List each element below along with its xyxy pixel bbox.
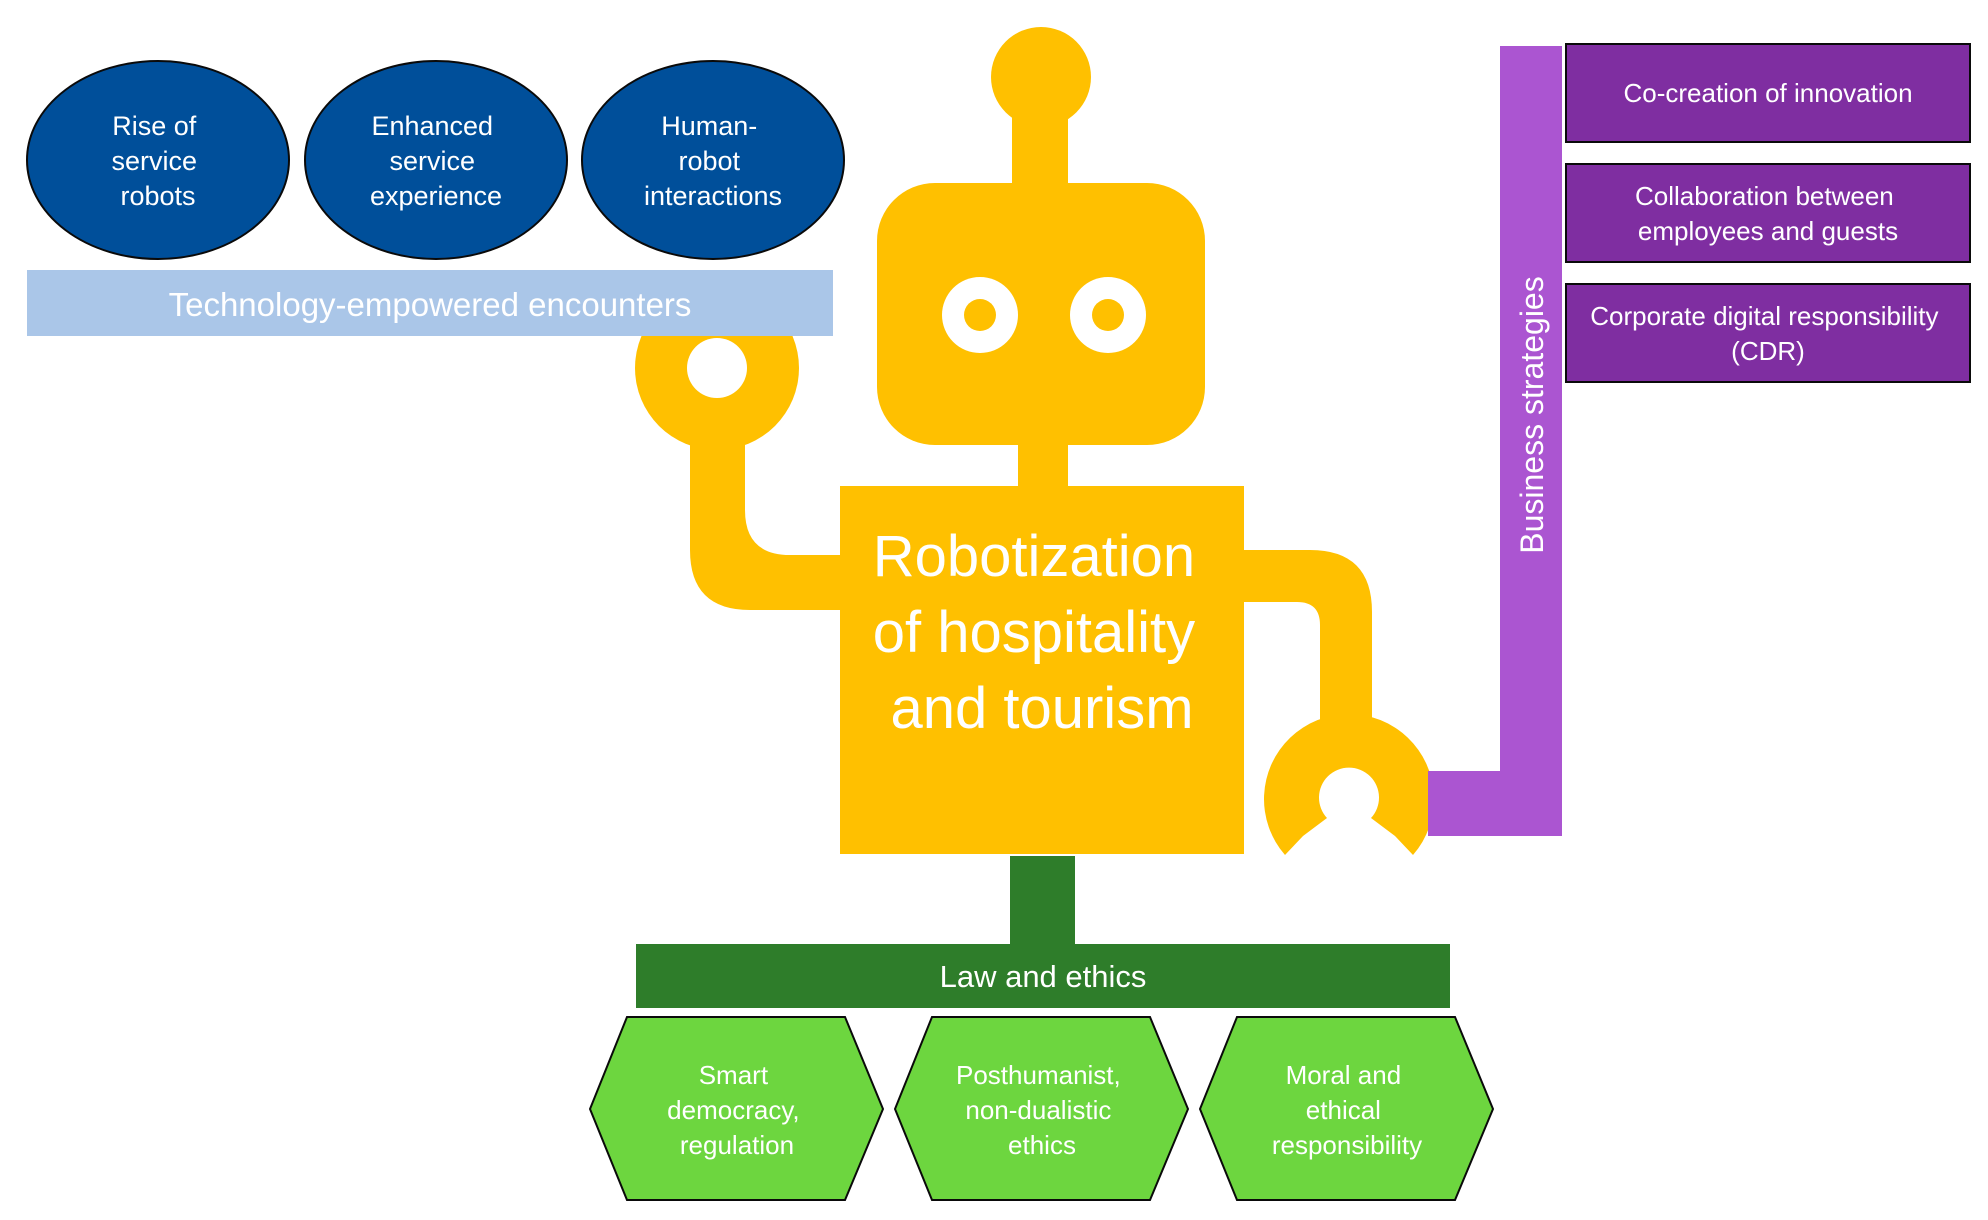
business-group: Business strategies Co-creation of innov… <box>1428 43 1971 836</box>
oval-2-line-3: experience <box>370 181 502 211</box>
business-box-2-line-2: employees and guests <box>1638 216 1898 246</box>
hexagon-posthumanist-ethics: Posthumanist, non-dualistic ethics <box>893 1016 1190 1201</box>
robot-left-arm <box>690 420 860 610</box>
technology-bar <box>27 270 833 336</box>
robot-body <box>840 486 1244 854</box>
hexagon-2-line-2: non-dualistic <box>965 1095 1111 1125</box>
central-title-line-2: of hospitality <box>873 600 1195 665</box>
oval-human-robot-interactions: Human- robot interactions <box>581 60 845 260</box>
law-group: Law and ethics Smart democracy, regulati… <box>588 856 1495 1201</box>
svg-text:Rise of service: Rise of service robots <box>111 111 204 211</box>
technology-group: Rise of service robots Enhanced service … <box>26 60 845 336</box>
hexagon-3-line-1: Moral and <box>1286 1060 1402 1090</box>
business-box-3-line-1: Corporate digital responsibility <box>1590 301 1938 331</box>
oval-3-line-3: interactions <box>644 181 782 211</box>
business-box-collaboration: Collaboration between employees and gues… <box>1565 163 1971 263</box>
oval-rise-of-service-robots: Rise of service robots <box>26 60 290 260</box>
oval-1-line-3: robots <box>120 181 195 211</box>
hexagon-1-line-3: regulation <box>680 1130 794 1160</box>
central-title-line-3: and tourism <box>890 676 1193 741</box>
hexagon-1-line-1: Smart <box>699 1060 769 1090</box>
svg-text:Smart democracy,: Smart democracy, regulation <box>667 1060 807 1160</box>
svg-text:Corporate digital responsibili: Corporate digital responsibility (CDR) <box>1590 301 1946 366</box>
robot-antenna-ball <box>991 27 1091 127</box>
business-box-3-line-2: (CDR) <box>1731 336 1805 366</box>
robot-head <box>877 183 1205 445</box>
robot-neck <box>1018 443 1068 491</box>
svg-text:Collaboration between: Collaboration between employees and gues… <box>1635 181 1901 246</box>
svg-text:Human- robot i: Human- robot interactions <box>644 111 782 211</box>
svg-text:Co-creation of innovation: Co-creation of innovation <box>1623 78 1912 108</box>
oval-3-line-2: robot <box>678 146 740 176</box>
hexagon-moral-responsibility: Moral and ethical responsibility <box>1198 1016 1495 1201</box>
oval-enhanced-service-experience: Enhanced service experience <box>304 60 568 260</box>
oval-3-line-1: Human- <box>661 111 757 141</box>
business-box-co-creation: Co-creation of innovation <box>1565 43 1971 143</box>
law-bar <box>636 944 1450 1008</box>
business-connector <box>1428 46 1562 836</box>
oval-1-line-2: service <box>111 146 197 176</box>
central-title-line-1: Robotization <box>873 524 1195 589</box>
oval-2-line-2: service <box>389 146 475 176</box>
robot-right-claw <box>1264 714 1435 855</box>
hexagon-2-line-1: Posthumanist, <box>956 1060 1121 1090</box>
hexagon-3-line-2: ethical <box>1306 1095 1381 1125</box>
hexagon-2-line-3: ethics <box>1008 1130 1076 1160</box>
robot-eyes <box>942 277 1146 353</box>
oval-2-line-1: Enhanced <box>371 111 493 141</box>
central-title: Robotization of hospitality and tourism <box>873 524 1212 741</box>
business-box-cdr: Corporate digital responsibility (CDR) <box>1565 283 1971 383</box>
business-label: Business strategies <box>1514 276 1550 553</box>
oval-1-line-1: Rise of <box>112 111 197 141</box>
robot-antenna-stem <box>1012 110 1068 190</box>
business-box-2-line-1: Collaboration between <box>1635 181 1894 211</box>
svg-text:Moral and ethical: Moral and ethical responsibility <box>1272 1060 1422 1160</box>
hexagon-smart-democracy: Smart democracy, regulation <box>588 1016 885 1201</box>
svg-text:Enhanced service: Enhanced service experience <box>370 111 502 211</box>
hexagon-1-line-2: democracy, <box>667 1095 799 1125</box>
law-label: Law and ethics <box>940 959 1147 994</box>
hexagon-3-line-3: responsibility <box>1272 1130 1422 1160</box>
svg-text:Posthumanist, non-dual: Posthumanist, non-dualistic ethics <box>956 1060 1128 1160</box>
law-connector <box>1010 856 1075 944</box>
technology-label: Technology-empowered encounters <box>169 286 692 323</box>
business-box-1-line-1: Co-creation of innovation <box>1623 78 1912 108</box>
robot-right-arm <box>1220 550 1372 760</box>
